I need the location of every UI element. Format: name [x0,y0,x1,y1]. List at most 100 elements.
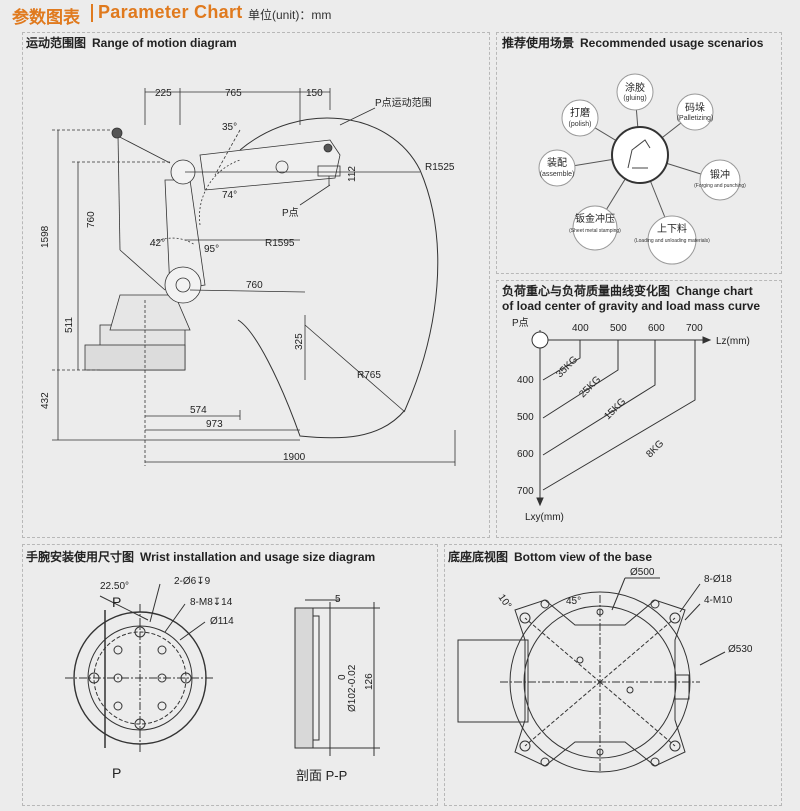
wrist-d102: Ø102-0.02 [347,664,358,712]
base-d530: Ø530 [728,644,753,655]
curve-8kg [542,340,696,491]
dim-760-horizontal: 760 [246,280,263,291]
dim-574: 574 [190,405,207,416]
dim-r1595: R1595 [265,238,295,249]
label-p-point: P点 [282,207,299,219]
page-header: 参数图表 Parameter Chart 单位(unit)：mm [0,0,800,27]
wrist-angle: 22.50° [100,581,129,592]
x-tick-600: 600 [648,323,665,334]
scenario-labels: 涂胶 (gluing) 码垛 (Palletizing) 锻冲 (Forging… [540,81,746,244]
wrist-d114: Ø114 [210,616,234,627]
wrist-section-label: 剖面 P-P [296,768,347,783]
scenario-palletizing-cn: 码垛 [685,102,705,114]
dim-432: 432 [40,392,51,409]
base-angle-45: 45° [566,596,581,607]
dim-225: 225 [155,88,172,99]
angle-95: 95° [204,244,219,255]
dim-760-vertical: 760 [86,211,97,228]
curve-label-35kg: 35KG [554,354,580,380]
scenario-loading-en: (Loading and unloading materials) [634,238,710,244]
y-tick-600: 600 [517,449,534,460]
curve-15kg [542,340,656,456]
base-diagram [457,577,726,773]
y-tick-700: 700 [517,486,534,497]
base-d500: Ø500 [630,567,655,578]
base-holes18: 8-Ø18 [704,574,732,585]
angle-35: 35° [222,122,237,133]
motion-labels: 225 765 150 P点运动范围 R1525 112 P点 R1595 76… [40,88,455,463]
x-tick-400: 400 [572,323,589,334]
scenarios-panel [496,32,782,274]
upper-arm [199,139,341,191]
motion-diagram [52,88,456,466]
wrist-panel [22,544,438,806]
load-p-point: P点 [512,317,529,329]
wrist-diagram [65,583,380,756]
scenario-stamping-cn: 钣金冲压 [575,212,615,225]
wrist-d126: 126 [364,673,375,690]
base-panel [444,544,782,806]
load-chart [531,330,712,507]
y-tick-500: 500 [517,412,534,423]
label-p-range: P点运动范围 [375,96,432,109]
header-unit: 单位(unit)：mm [248,8,332,22]
dim-511: 511 [64,317,75,333]
dim-112: 112 [347,166,358,182]
base-m10: 4-M10 [704,595,733,606]
angle-74: 74° [222,190,237,201]
scenario-polish-cn: 打磨 [570,106,590,119]
curve-label-25kg: 25KG [577,374,603,400]
scenario-stamping-en: (Sheet metal stamping) [569,228,621,234]
dim-765: 765 [225,88,242,99]
dim-325: 325 [294,333,305,350]
x-tick-700: 700 [686,323,703,334]
wrist-holes-1: 2-Ø6↧9 [174,576,211,587]
header-divider [91,4,93,22]
angle-42: 42° [150,238,165,249]
wrist-holes-2: 8-M8↧14 [190,597,233,608]
load-panel [496,280,782,538]
dim-1900: 1900 [283,452,306,463]
load-labels: P点 Lz(mm) Lxy(mm) 400 500 600 700 400 50… [512,317,750,523]
scenario-polish-en: (polish) [569,121,592,128]
curve-label-15kg: 15KG [602,396,628,422]
scenario-gluing-cn: 涂胶 [625,81,645,94]
reach-envelope [237,117,439,439]
scenarios-diagram [538,73,741,265]
wrist-p-top: P [112,594,121,610]
scenario-palletizing-en: (Palletizing) [677,115,714,122]
x-tick-500: 500 [610,323,627,334]
scenario-assemble-cn: 装配 [547,156,567,169]
curve-25kg [542,340,619,419]
robot-center-icon [611,126,669,184]
motion-panel [22,32,490,538]
scenario-gluing-en: (gluing) [623,95,646,102]
dim-150: 150 [306,88,323,99]
dim-r765: R765 [357,370,381,381]
dim-1598: 1598 [40,225,51,248]
wrist-dim-5: 5 [335,594,341,605]
load-y-axis: Lxy(mm) [525,512,564,523]
wrist-labels: 22.50° 2-Ø6↧9 8-M8↧14 Ø114 P P 5 Ø102-0.… [100,576,375,783]
curve-label-8kg: 8KG [644,438,666,460]
header-title-en: Parameter Chart [98,2,243,22]
scenario-forging-en: (Forging and punching) [694,183,746,189]
wrist-d0: 0 [337,674,348,680]
wrist-p-bottom: P [112,765,121,781]
y-tick-400: 400 [517,375,534,386]
scenario-assemble-en: (assemble) [540,171,575,178]
base-angle-10: 10° [496,592,514,611]
dim-r1525: R1525 [425,162,455,173]
scenario-forging-cn: 锻冲 [710,168,730,181]
scenario-loading-cn: 上下料 [657,222,687,235]
dim-973: 973 [206,419,223,430]
header-title-cn: 参数图表 [12,8,80,27]
curve-35kg [542,340,581,381]
load-x-axis: Lz(mm) [716,336,750,347]
